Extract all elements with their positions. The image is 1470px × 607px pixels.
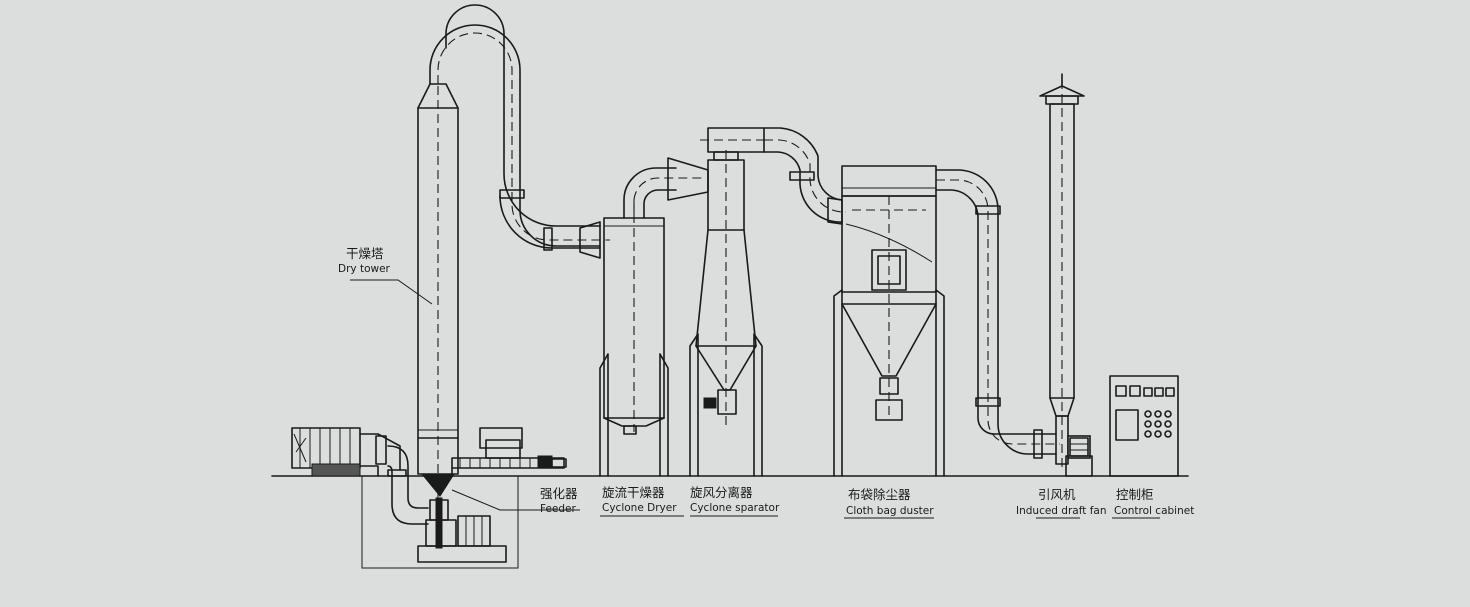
label-dry-tower-zh: 干燥塔 bbox=[346, 246, 384, 261]
inlet-duct bbox=[387, 445, 429, 525]
label-dry-tower: 干燥塔 Dry tower bbox=[338, 246, 391, 275]
top-crossover-duct bbox=[429, 4, 610, 259]
label-cyclone-dryer-en: Cyclone Dryer bbox=[602, 502, 677, 514]
cyclone-dryer bbox=[599, 157, 709, 477]
label-induced-draft-fan: 引风机 Induced draft fan bbox=[1016, 487, 1106, 517]
label-control-cabinet-en: Control cabinet bbox=[1114, 505, 1194, 517]
label-cyclone-separator-en: Cyclone sparator bbox=[690, 502, 780, 514]
label-feeder: 强化器 Feeder bbox=[540, 486, 578, 515]
cloth-bag-duster bbox=[833, 165, 1060, 477]
induced-draft-fan bbox=[1039, 73, 1093, 477]
cyclone-separator bbox=[689, 127, 847, 477]
label-feeder-en: Feeder bbox=[540, 503, 577, 515]
label-dry-tower-en: Dry tower bbox=[338, 263, 391, 275]
label-cyclone-separator-zh: 旋风分离器 bbox=[690, 485, 753, 500]
label-cloth-bag-duster: 布袋除尘器 Cloth bag duster bbox=[846, 487, 934, 517]
label-induced-draft-fan-zh: 引风机 bbox=[1038, 487, 1076, 502]
label-feeder-zh: 强化器 bbox=[540, 486, 578, 501]
label-cloth-bag-duster-en: Cloth bag duster bbox=[846, 505, 934, 517]
label-control-cabinet: 控制柜 Control cabinet bbox=[1114, 487, 1194, 517]
control-cabinet bbox=[1109, 375, 1179, 477]
screw-feeder bbox=[451, 427, 567, 477]
label-cloth-bag-duster-zh: 布袋除尘器 bbox=[848, 487, 911, 502]
feeder-drive-pit bbox=[361, 476, 519, 569]
dry-tower bbox=[417, 83, 459, 500]
label-cyclone-dryer: 旋流干燥器 Cyclone Dryer bbox=[602, 485, 677, 514]
label-control-cabinet-zh: 控制柜 bbox=[1116, 487, 1154, 502]
label-cyclone-separator: 旋风分离器 Cyclone sparator bbox=[690, 485, 780, 514]
air-heater bbox=[291, 427, 401, 477]
label-cyclone-dryer-zh: 旋流干燥器 bbox=[602, 485, 665, 500]
label-induced-draft-fan-en: Induced draft fan bbox=[1016, 505, 1106, 517]
leader-lines bbox=[350, 279, 1160, 519]
